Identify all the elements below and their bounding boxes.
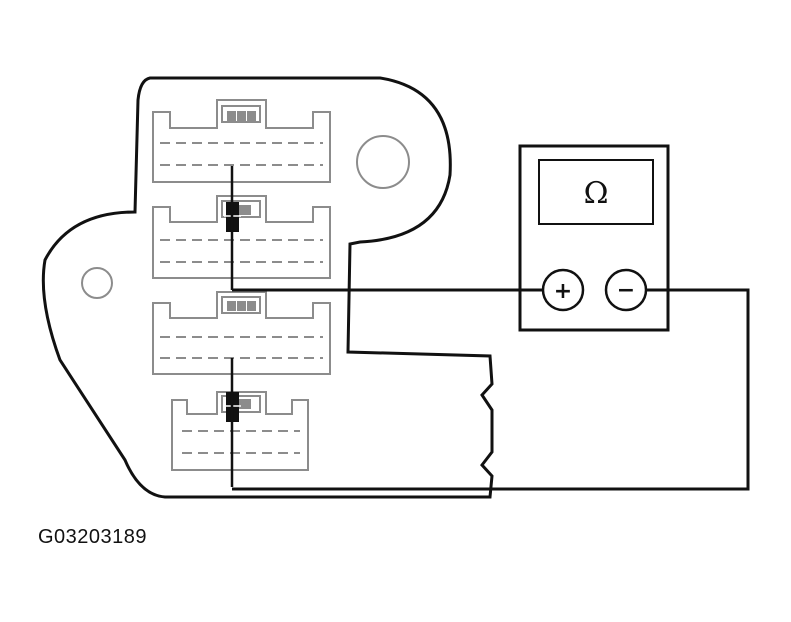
figure-id: G03203189 — [38, 526, 148, 548]
negative-lead — [232, 288, 750, 491]
mounting-hole-large — [356, 135, 410, 189]
connector-3 — [152, 291, 331, 375]
ohmmeter: Ω + − — [518, 144, 670, 332]
negative-terminal-label: − — [617, 278, 635, 303]
connector-4 — [171, 391, 309, 471]
mounting-hole-small — [81, 267, 113, 299]
connector-1 — [152, 99, 331, 183]
ohmmeter-display — [538, 159, 654, 225]
positive-terminal-label: + — [554, 279, 572, 304]
connector-2 — [152, 195, 331, 279]
ohm-symbol: Ω — [584, 176, 609, 211]
